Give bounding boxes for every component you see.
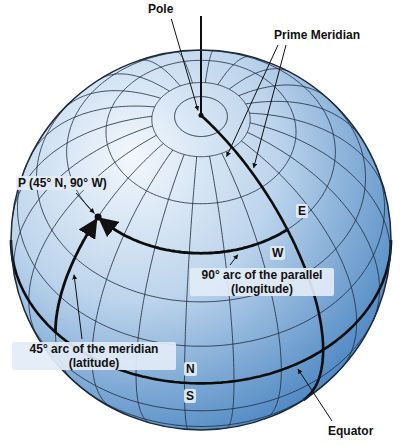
leader-line <box>230 255 238 265</box>
earth-axis <box>200 16 202 115</box>
meridian-line <box>100 74 170 91</box>
pole-label: Pole <box>146 2 175 16</box>
leader-line <box>227 45 278 156</box>
prime-meridian-line <box>201 115 323 400</box>
meridian-line <box>250 123 390 261</box>
equator-label: Equator <box>326 424 375 438</box>
longitude-label: 90° arc of the parallel (longitude) <box>190 268 334 296</box>
parallel-arc <box>100 218 288 253</box>
latitude-label: 45° arc of the meridian (latitude) <box>12 342 176 370</box>
meridian-line <box>29 135 157 339</box>
meridian-line <box>218 56 251 84</box>
pole-dot <box>199 113 204 118</box>
point-label: P (45° N, 90° W) <box>16 176 109 190</box>
leader-line <box>298 369 332 421</box>
direction-letter: W <box>270 246 285 260</box>
hemisphere-letter: N <box>184 362 197 376</box>
leader-line <box>171 19 198 110</box>
bold-lines <box>11 16 391 400</box>
meridian-arc <box>56 220 97 333</box>
meridian-line <box>12 116 152 216</box>
parallel-line <box>79 385 324 426</box>
equator-line <box>11 240 391 383</box>
meridian-line <box>139 60 181 86</box>
meridian-line <box>176 52 192 83</box>
leader-line <box>76 193 94 213</box>
hemisphere-letter: S <box>184 389 196 403</box>
globe-outline <box>11 50 391 430</box>
prime-meridian-label: Prime Meridian <box>272 28 362 42</box>
meridian-line <box>205 50 213 82</box>
leader-line <box>74 275 82 339</box>
direction-letter: E <box>296 204 308 218</box>
parallel-line <box>37 96 366 302</box>
point-p <box>95 214 102 221</box>
